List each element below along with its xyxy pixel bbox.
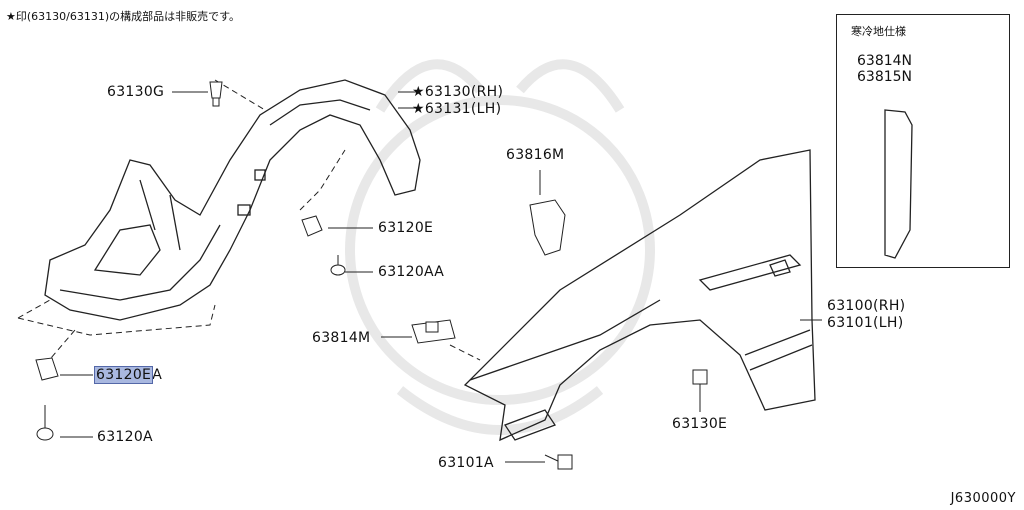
- label-63130e[interactable]: 63130E: [672, 416, 728, 432]
- seal-63814m[interactable]: [411, 319, 456, 344]
- label-63814m[interactable]: 63814M: [312, 330, 371, 346]
- label-63120e[interactable]: 63120E: [378, 220, 434, 236]
- front-fender[interactable]: [463, 149, 816, 442]
- label-63816m[interactable]: 63816M: [506, 147, 565, 163]
- watermark-emblem: [345, 59, 655, 435]
- leader-dashes: [17, 79, 481, 366]
- label-63120ea-highlight: 63120E: [93, 366, 154, 384]
- insulator-63816m[interactable]: [529, 199, 566, 256]
- clip-63120e[interactable]: [301, 215, 323, 237]
- screw-63120aa[interactable]: [330, 255, 346, 276]
- label-63100-rh[interactable]: 63100(RH): [827, 298, 906, 314]
- note-text: ★印(63130/63131)の構成部品は非販売です。: [6, 10, 241, 23]
- label-63131-lh[interactable]: ★63131(LH): [412, 101, 502, 117]
- label-63815n[interactable]: 63815N: [857, 69, 913, 85]
- label-63120ea[interactable]: 63120EA: [93, 366, 163, 384]
- label-63120a[interactable]: 63120A: [97, 429, 153, 445]
- inset-trim-part[interactable]: [884, 109, 913, 259]
- clip-63130e[interactable]: [692, 369, 708, 385]
- label-63130g[interactable]: 63130G: [107, 84, 165, 100]
- drawing-code: J630000Y: [950, 491, 1016, 506]
- cold-region-inset: 寒冷地仕様 63814N 63815N: [836, 14, 1010, 268]
- label-63101a[interactable]: 63101A: [438, 455, 494, 471]
- clip-63130g[interactable]: [209, 81, 223, 107]
- label-63120aa[interactable]: 63120AA: [378, 264, 445, 280]
- label-63814n[interactable]: 63814N: [857, 53, 913, 69]
- bolt-63120a[interactable]: [36, 405, 54, 441]
- label-63130-rh[interactable]: ★63130(RH): [412, 84, 504, 100]
- fender-liner[interactable]: [44, 79, 421, 321]
- leader-lines: [60, 91, 822, 463]
- clip-63120ea[interactable]: [35, 357, 59, 381]
- inset-title: 寒冷地仕様: [851, 25, 906, 38]
- label-63101-lh[interactable]: 63101(LH): [827, 315, 904, 331]
- label-63120ea-suffix: A: [152, 367, 163, 383]
- bolt-63101a[interactable]: [544, 454, 573, 470]
